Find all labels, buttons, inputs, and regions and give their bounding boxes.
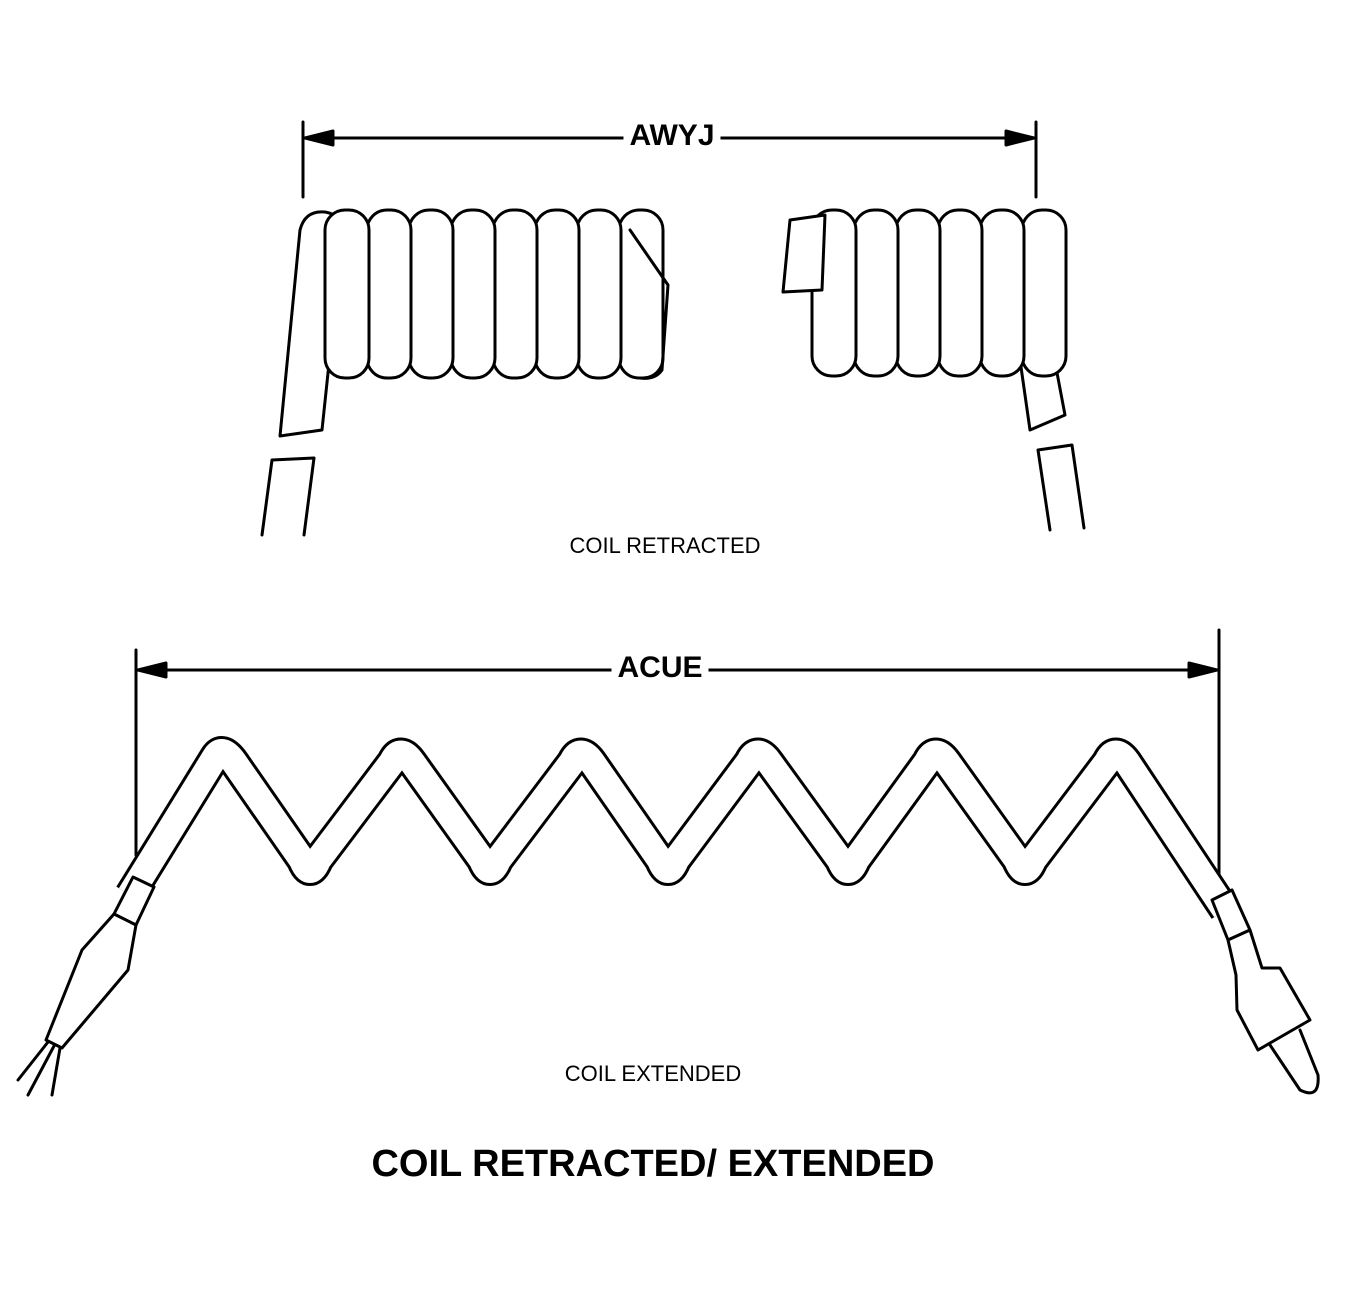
coil-loop (323, 208, 371, 380)
left-wire-end (16, 875, 156, 1097)
retracted-caption: COIL RETRACTED (569, 533, 761, 558)
coil-loop (617, 208, 665, 380)
retracted-coil-left (260, 208, 670, 537)
coil-loop (449, 208, 497, 380)
retracted-coil-right (781, 208, 1086, 532)
coil-loop (1020, 208, 1068, 378)
extended-coil (116, 736, 1239, 919)
coil-cut-end (628, 228, 670, 380)
coil-loop (407, 208, 455, 380)
coil-loop (365, 208, 413, 380)
coil-lead-cut (260, 456, 316, 537)
retracted-dimension-label: AWYJ (623, 119, 721, 153)
right-wire-end (1210, 888, 1320, 1095)
coil-loop (936, 208, 984, 378)
coil-loop (533, 208, 581, 380)
coil-loop (978, 208, 1026, 378)
extended-dimension-label: ACUE (611, 651, 709, 685)
coil-loop (894, 208, 942, 378)
diagram-title: COIL RETRACTED/ EXTENDED (371, 1143, 935, 1185)
coil-cut-end (781, 213, 827, 294)
extended-caption: COIL EXTENDED (564, 1061, 742, 1086)
coil-loop (491, 208, 539, 380)
coil-loop (575, 208, 623, 380)
coil-lead-cut (1036, 443, 1086, 532)
coil-loop (852, 208, 900, 378)
